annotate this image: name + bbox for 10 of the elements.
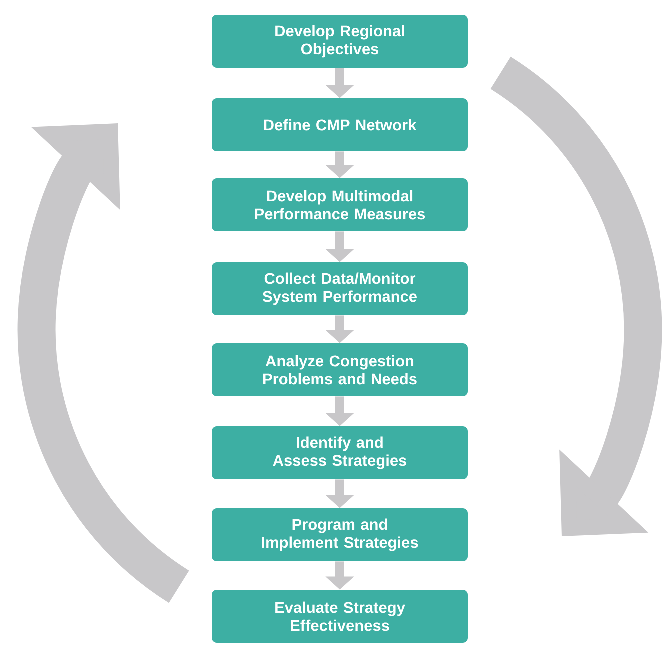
- cycle-arrow: [18, 124, 190, 603]
- process-box: Evaluate Strategy Effectiveness: [212, 590, 468, 643]
- process-box: Develop Regional Objectives: [212, 15, 468, 68]
- process-box: Define CMP Network: [212, 98, 468, 152]
- process-box: Develop Multimodal Performance Measures: [212, 178, 468, 232]
- process-box: Identify and Assess Strategies: [212, 426, 468, 480]
- process-box: Program and Implement Strategies: [212, 508, 468, 562]
- cycle-arrow: [490, 57, 662, 536]
- process-box: Analyze Congestion Problems and Needs: [212, 344, 468, 396]
- process-box: Collect Data/Monitor System Performance: [212, 262, 468, 316]
